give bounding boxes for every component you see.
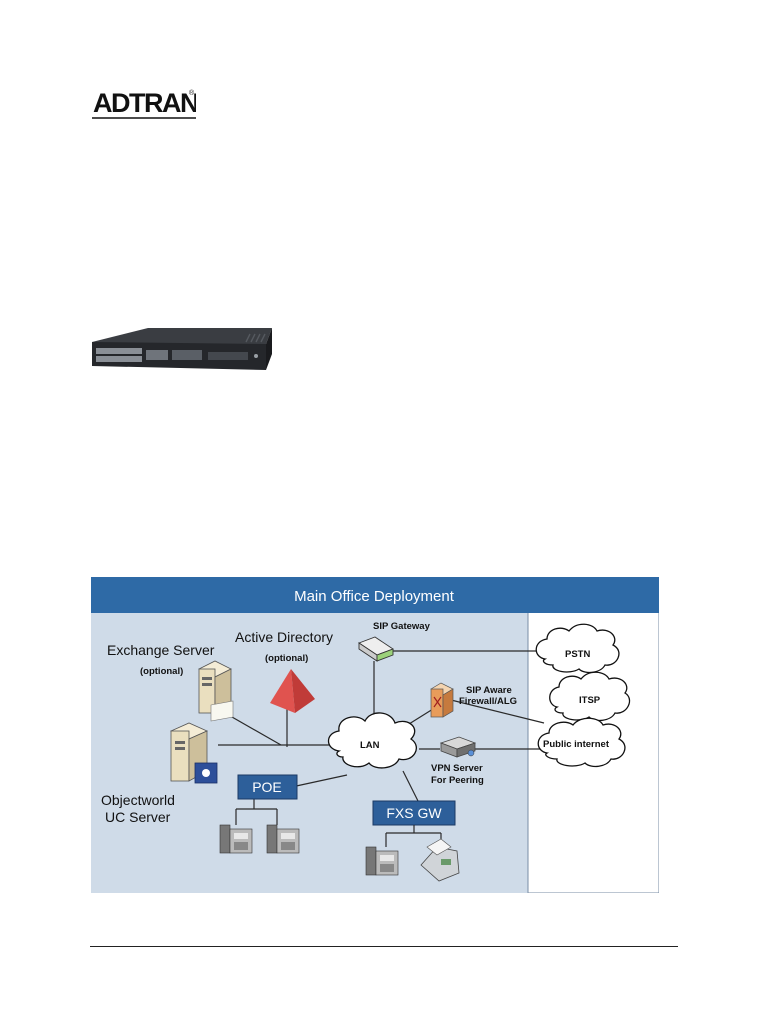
poe-box bbox=[237, 774, 298, 800]
vpn-label-line2: For Peering bbox=[431, 775, 484, 786]
rackmount-device-image bbox=[92, 328, 272, 370]
adtran-logo: ADTRAN ® bbox=[92, 88, 196, 119]
active-directory-icon bbox=[270, 669, 315, 713]
ip-phone-icon bbox=[266, 824, 300, 854]
sip-gateway-label: SIP Gateway bbox=[373, 621, 431, 632]
sip-aware-label-line2: Firewall/ALG bbox=[459, 696, 517, 707]
vpn-label-line1: VPN Server bbox=[431, 763, 483, 774]
pstn-cloud bbox=[535, 623, 620, 674]
active-directory-label: Active Directory bbox=[235, 629, 333, 645]
objectworld-label-line2: UC Server bbox=[105, 809, 171, 825]
itsp-label: ITSP bbox=[579, 695, 601, 706]
poe-label: POE bbox=[252, 779, 282, 795]
lan-label: LAN bbox=[360, 740, 380, 751]
pstn-label: PSTN bbox=[565, 649, 590, 660]
itsp-cloud bbox=[549, 671, 631, 722]
analog-phone-icon bbox=[365, 846, 399, 876]
public-internet-label: Public internet bbox=[543, 739, 610, 750]
exchange-optional-label: (optional) bbox=[140, 666, 183, 677]
public-internet-cloud bbox=[537, 717, 626, 768]
sip-aware-label-line1: SIP Aware bbox=[466, 685, 512, 696]
registered-mark: ® bbox=[189, 89, 195, 97]
diagram-title: Main Office Deployment bbox=[294, 588, 455, 605]
lan-cloud bbox=[327, 712, 417, 769]
fxs-gw-box bbox=[372, 800, 456, 826]
objectworld-server-icon bbox=[170, 722, 218, 784]
title-banner bbox=[91, 577, 659, 613]
exchange-server-label: Exchange Server bbox=[107, 642, 215, 658]
deployment-diagram: Main Office Deployment Exchange Server (… bbox=[91, 577, 659, 893]
logo-text: ADTRAN bbox=[93, 88, 196, 118]
sip-gateway-icon bbox=[358, 636, 394, 662]
fxs-gw-label: FXS GW bbox=[386, 805, 442, 821]
firewall-icon bbox=[430, 682, 454, 718]
fax-machine-icon bbox=[420, 838, 460, 882]
footer-rule bbox=[90, 946, 678, 947]
objectworld-label-line1: Objectworld bbox=[101, 792, 175, 808]
vpn-server-icon bbox=[439, 736, 477, 758]
active-directory-optional-label: (optional) bbox=[265, 653, 308, 664]
ip-phone-icon bbox=[219, 824, 253, 854]
exchange-server-icon bbox=[198, 660, 234, 722]
